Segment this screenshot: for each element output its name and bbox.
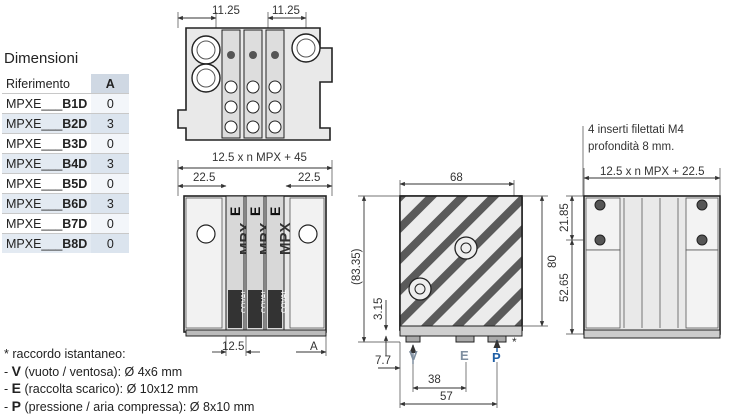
legend-item-v: - V (vuoto / ventosa): Ø 4x6 mm (4, 362, 183, 379)
back-dim-lower: 52.65 (559, 273, 571, 302)
side-dim-height-ref: (83.35) (351, 248, 363, 285)
back-dim-overall: 12.5 x n MPX + 22.5 (600, 166, 705, 178)
row-reference: MPXE___B8D (2, 233, 92, 253)
side-dim-base: 3.15 (373, 298, 385, 320)
side-dim-7-7: 7.7 (375, 355, 391, 367)
front-view: 12.5 x n MPX + 45 22.5 22.5 MPXECOVALMPX… (177, 152, 333, 356)
back-view: 4 inserti filettati M4 profondità 8 mm. … (559, 124, 721, 339)
row-reference: MPXE___B1D (2, 93, 92, 114)
legend-title: * raccordo istantaneo: (4, 347, 126, 361)
row-a-value: 0 (91, 233, 130, 253)
row-reference: MPXE___B3D (2, 133, 92, 154)
row-reference: MPXE___B4D (2, 153, 92, 174)
side-view: 68 80 (83.35) 3.15 V E P * 7.7 (351, 172, 559, 408)
top-view: 11.25 11.25 (177, 5, 333, 141)
port-v-label: V (409, 348, 418, 363)
table-title: Dimensioni (4, 50, 79, 67)
row-a-value: 0 (91, 173, 130, 194)
row-reference: MPXE___B2D (2, 113, 92, 134)
connector-legend: * raccordo istantaneo: - V (vuoto / vent… (4, 346, 254, 415)
row-reference: MPXE___B6D (2, 193, 92, 214)
front-dim-a: A (310, 341, 318, 353)
row-a-value: 3 (91, 113, 130, 134)
row-reference: MPXE___B5D (2, 173, 92, 194)
side-dim-width: 68 (450, 172, 463, 184)
side-dim-height: 80 (547, 255, 559, 268)
back-note-line1: 4 inserti filettati M4 (588, 124, 684, 136)
port-star: * (512, 335, 517, 349)
top-dim-right: 11.25 (272, 5, 300, 17)
back-dim-upper: 21.85 (559, 203, 571, 232)
brand-label: COVAL (261, 290, 268, 313)
top-dim-left: 11.25 (212, 5, 240, 17)
port-e-label: E (460, 348, 469, 363)
header-reference: Riferimento (6, 76, 70, 91)
side-dim-38: 38 (428, 374, 441, 386)
row-a-value: 0 (91, 213, 130, 234)
row-reference: MPXE___B7D (2, 213, 92, 234)
front-dim-right: 22.5 (298, 172, 320, 184)
front-dim-left: 22.5 (193, 172, 215, 184)
module-label: MPX (277, 222, 294, 255)
mpx-module: MPX E COVAL (265, 195, 294, 331)
back-note-line2: profondità 8 mm. (588, 141, 674, 153)
brand-label: COVAL (281, 290, 288, 313)
module-letter: E (247, 207, 263, 216)
legend-item-e: - E (raccolta scarico): Ø 10x12 mm (4, 380, 199, 396)
side-dim-57: 57 (440, 391, 453, 403)
row-a-value: 0 (91, 93, 130, 114)
row-a-value: 3 (91, 193, 130, 214)
header-a: A (91, 74, 130, 94)
front-dim-bottom: 12.5 (222, 341, 244, 353)
brand-label: COVAL (241, 290, 248, 313)
module-letter: E (227, 207, 243, 216)
front-dim-overall: 12.5 x n MPX + 45 (212, 152, 307, 164)
module-letter: E (267, 207, 283, 216)
legend-item-p: - P (pressione / aria compressa): Ø 8x10… (4, 397, 255, 414)
row-a-value: 0 (91, 133, 130, 154)
port-p-label: P (492, 350, 501, 365)
row-a-value: 3 (91, 153, 130, 174)
